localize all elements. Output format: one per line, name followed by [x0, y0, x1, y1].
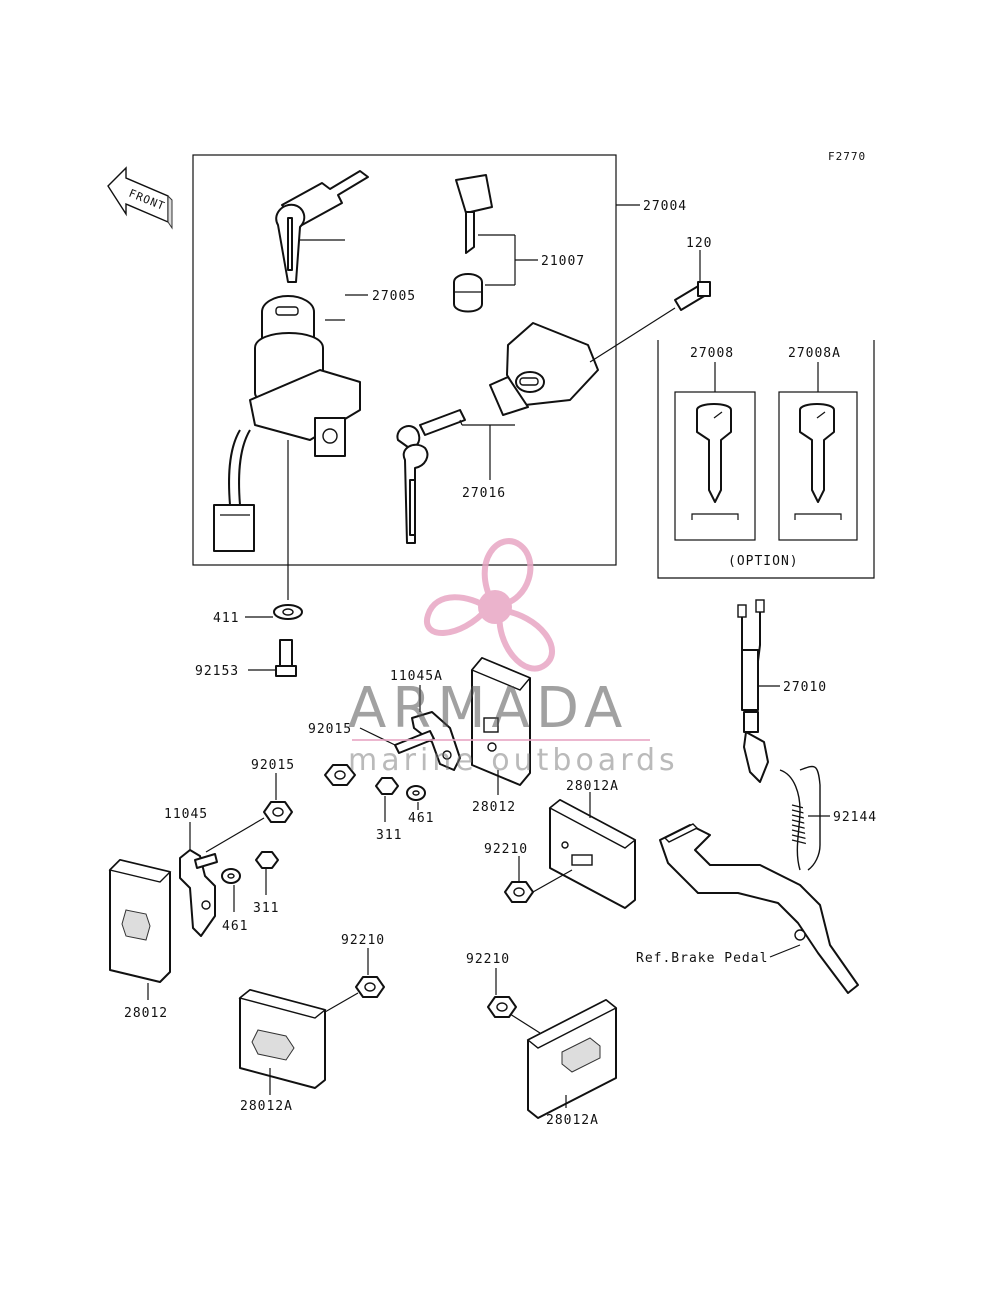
label-28012A-b: 28012A — [240, 1099, 293, 1114]
label-27008A: 27008A — [788, 346, 841, 361]
label-92144: 92144 — [833, 810, 877, 825]
washer-461-b — [221, 868, 241, 884]
label-311-b: 311 — [253, 901, 279, 916]
nut-92210-b — [355, 976, 385, 998]
ignition-switch — [213, 295, 361, 552]
label-92015-b: 92015 — [251, 758, 295, 773]
reflector-28012A-bottom-right — [526, 999, 618, 1119]
label-ref-brake-pedal: Ref.Brake Pedal — [636, 951, 768, 966]
label-92210-b: 92210 — [341, 933, 385, 948]
nut-92210-a — [504, 881, 534, 903]
front-arrow-icon: FRONT — [107, 166, 173, 230]
option-label: (OPTION) — [728, 554, 799, 569]
label-92015-a: 92015 — [308, 722, 352, 737]
label-28012A-a: 28012A — [566, 779, 619, 794]
label-11045A: 11045A — [390, 669, 443, 684]
label-27004: 27004 — [643, 199, 687, 214]
ignition-keys — [275, 170, 369, 283]
key-27008 — [691, 403, 739, 520]
keys-27016 — [396, 409, 466, 544]
label-27010: 27010 — [783, 680, 827, 695]
nut-311-b — [255, 851, 279, 869]
reflector-28012A-bottom-left — [238, 989, 327, 1089]
label-28012A-c: 28012A — [546, 1113, 599, 1128]
bracket-11045 — [179, 849, 218, 937]
key-27008A — [794, 403, 842, 520]
label-311-a: 311 — [376, 828, 402, 843]
figure-id: F2770 — [828, 150, 866, 163]
label-28012-a: 28012 — [472, 800, 516, 815]
label-27016: 27016 — [462, 486, 506, 501]
label-92210-c: 92210 — [466, 952, 510, 967]
screw-120 — [674, 281, 711, 311]
seat-lock — [489, 322, 599, 416]
switch-27010 — [737, 599, 769, 783]
label-27008: 27008 — [690, 346, 734, 361]
reflector-28012A-mid — [548, 799, 637, 909]
nut-92210-c — [487, 996, 517, 1018]
spring-92144 — [779, 765, 821, 871]
washer-461-a — [406, 785, 426, 801]
kit-box-27004 — [192, 154, 617, 566]
reflector-28012-left — [108, 859, 172, 983]
label-21007: 21007 — [541, 254, 585, 269]
label-461-a: 461 — [408, 811, 434, 826]
label-411: 411 — [213, 611, 239, 626]
nut-92015-a — [324, 764, 356, 786]
nut-92015-b — [263, 801, 293, 823]
armada-watermark-logo — [424, 538, 555, 672]
label-461-b: 461 — [222, 919, 248, 934]
label-27005: 27005 — [372, 289, 416, 304]
label-120: 120 — [686, 236, 712, 251]
watermark-tagline: marine outboards — [348, 743, 679, 778]
brake-pedal — [659, 823, 859, 994]
label-92153: 92153 — [195, 664, 239, 679]
watermark-brand: ARMADA — [348, 676, 628, 741]
reflector-28012-upper — [470, 657, 532, 786]
nut-311-a — [375, 777, 399, 795]
key-blank-21007 — [455, 174, 493, 254]
bolt-92153 — [275, 639, 297, 677]
label-92210-a: 92210 — [484, 842, 528, 857]
option-box — [657, 340, 875, 579]
label-11045: 11045 — [164, 807, 208, 822]
label-28012-b: 28012 — [124, 1006, 168, 1021]
washer-411 — [273, 604, 303, 620]
lock-cylinder-21007 — [453, 273, 483, 313]
